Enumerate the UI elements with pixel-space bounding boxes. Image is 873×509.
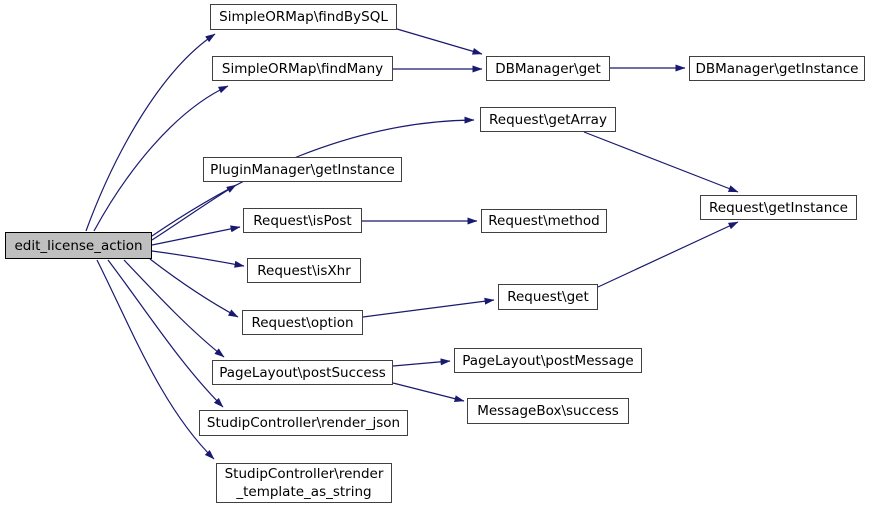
node-request-getarray[interactable]: Request\getArray <box>480 107 616 132</box>
node-label: StudipController\render _template_as_str… <box>224 466 384 500</box>
node-pluginmanager-getinstance[interactable]: PluginManager\getInstance <box>203 157 402 182</box>
node-label: Request\get <box>507 289 589 305</box>
node-request-get[interactable]: Request\get <box>498 284 598 310</box>
node-studipcontroller-render-json[interactable]: StudipController\render_json <box>199 410 408 436</box>
node-simpleormap-findmany[interactable]: SimpleORMap\findMany <box>212 56 393 81</box>
node-dbmanager-getinstance[interactable]: DBManager\getInstance <box>689 56 865 81</box>
edge-edit-to-pluginmanager-getinstance <box>151 184 237 241</box>
node-label: Request\isPost <box>253 212 352 229</box>
node-label: SimpleORMap\findMany <box>221 60 384 77</box>
node-request-method[interactable]: Request\method <box>481 209 607 233</box>
node-request-isxhr[interactable]: Request\isXhr <box>247 258 361 283</box>
edge-edit-to-ispost <box>151 225 241 246</box>
edge-edit-to-postsuccess <box>123 259 225 358</box>
node-label: StudipController\render_json <box>206 415 401 431</box>
node-request-getinstance[interactable]: Request\getInstance <box>700 195 857 220</box>
edge-edit-to-option <box>149 258 239 318</box>
edge-request-get-to-request-getinstance <box>597 221 739 288</box>
node-edit-license-action[interactable]: edit_license_action <box>5 232 152 259</box>
edge-option-to-request-get <box>362 297 495 318</box>
node-label: DBManager\getInstance <box>695 60 859 77</box>
node-label: Request\isXhr <box>257 262 351 279</box>
node-label: SimpleORMap\findBySQL <box>219 9 388 25</box>
node-label: Request\method <box>488 213 600 229</box>
edge-getarray-to-request-getinstance <box>583 131 739 193</box>
edge-edit-to-findbysql <box>85 33 216 232</box>
node-label: DBManager\get <box>495 60 601 77</box>
node-dbmanager-get[interactable]: DBManager\get <box>486 56 610 81</box>
node-label: Request\getArray <box>489 111 607 128</box>
edge-findbysql-to-dbmanager-get <box>396 28 483 55</box>
node-request-ispost[interactable]: Request\isPost <box>243 208 362 233</box>
node-label: Request\getInstance <box>709 199 848 216</box>
edge-edit-to-isxhr <box>151 250 245 268</box>
node-request-option[interactable]: Request\option <box>242 310 363 335</box>
edge-postsuccess-to-postmessage <box>392 358 451 367</box>
node-label: edit_license_action <box>14 237 143 254</box>
node-label: PageLayout\postSuccess <box>219 364 386 381</box>
node-simpleormap-findbysql[interactable]: SimpleORMap\findBySQL <box>210 4 397 30</box>
node-label: PluginManager\getInstance <box>210 161 395 178</box>
edge-edit-to-render-template <box>96 259 215 460</box>
node-pagelayout-postmessage[interactable]: PageLayout\postMessage <box>454 348 642 373</box>
edge-postsuccess-to-messagebox-success <box>392 382 465 403</box>
edge-edit-to-render-json <box>107 259 224 408</box>
node-label: MessageBox\success <box>477 403 619 419</box>
node-label: Request\option <box>251 314 354 331</box>
node-studipcontroller-render-template-as-string[interactable]: StudipController\render _template_as_str… <box>216 463 392 503</box>
node-label: PageLayout\postMessage <box>462 352 634 369</box>
node-pagelayout-postsuccess[interactable]: PageLayout\postSuccess <box>212 360 393 385</box>
node-messagebox-success[interactable]: MessageBox\success <box>467 398 629 424</box>
